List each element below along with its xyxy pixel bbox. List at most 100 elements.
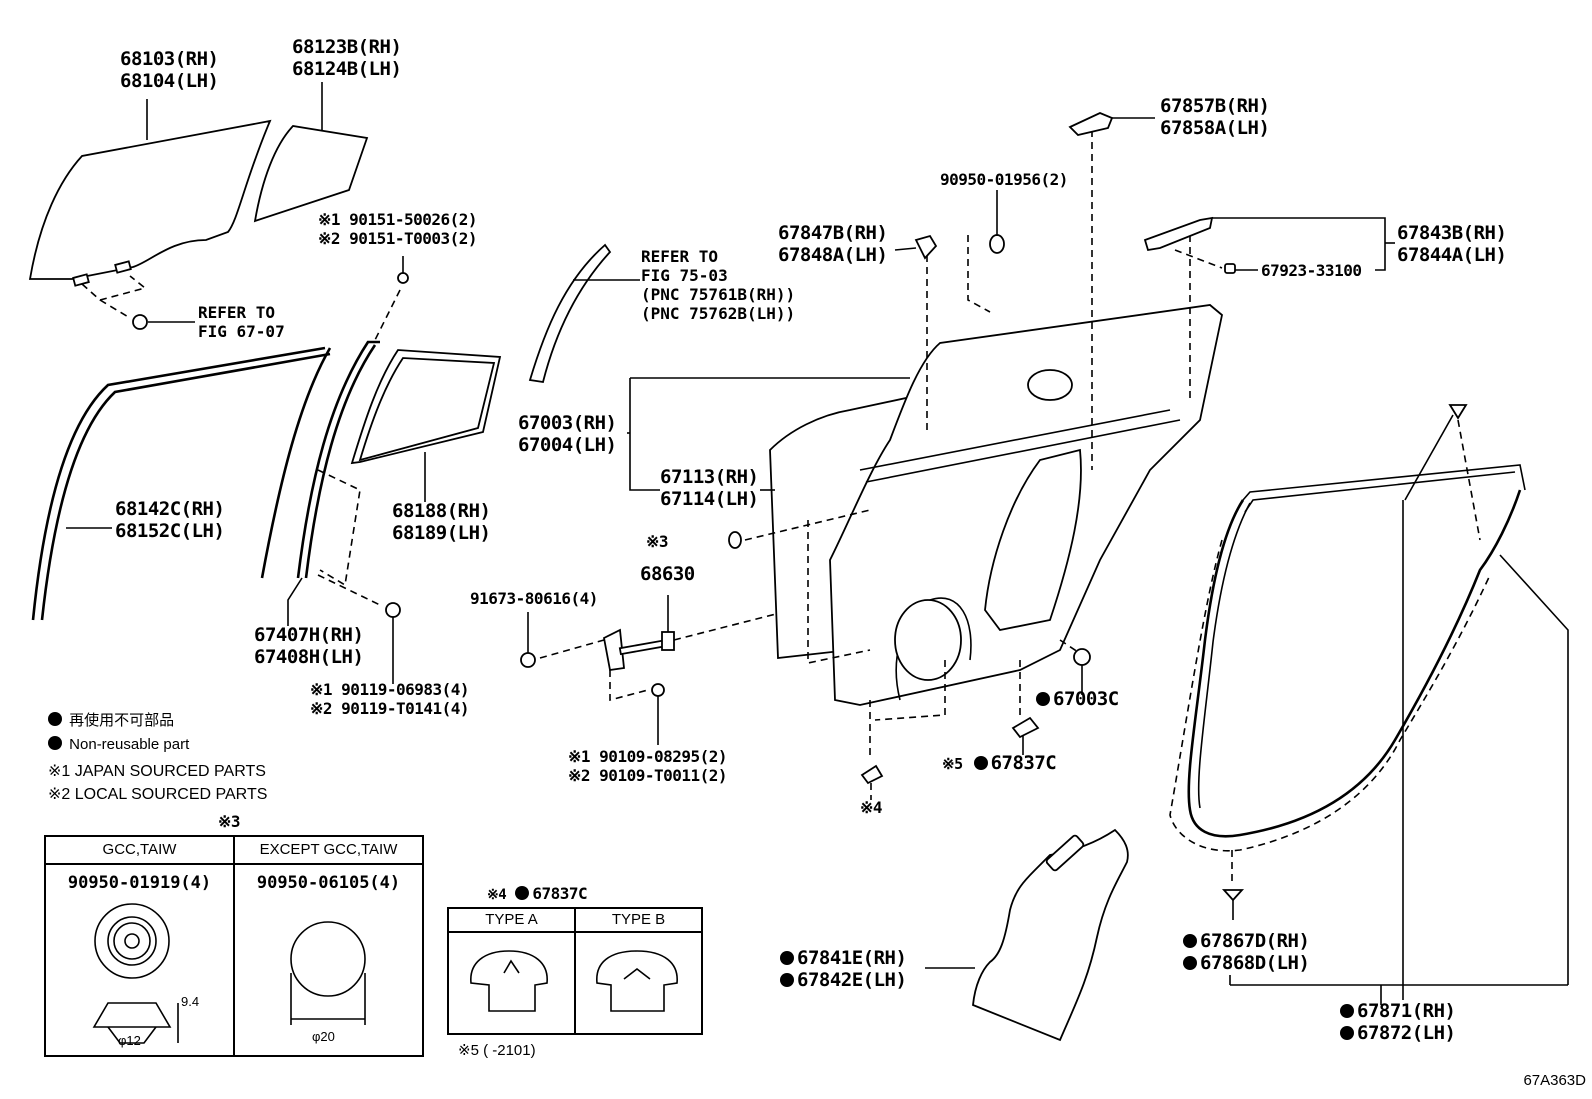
part-number: 67848A(LH) bbox=[778, 244, 888, 266]
non-reusable-dot-icon bbox=[1183, 956, 1197, 970]
table-part-except-gcc: 90950-06105(4) bbox=[256, 873, 401, 893]
part-number: 67844A(LH) bbox=[1397, 244, 1507, 266]
clip-type-a-drawing bbox=[470, 950, 548, 1012]
callout-check-bolt: 91673-80616(4) bbox=[470, 589, 598, 608]
part-number: 91673-80616(4) bbox=[470, 589, 598, 608]
part-number: 68630 bbox=[640, 563, 695, 585]
part-number: 90950-01956(2) bbox=[940, 170, 1068, 189]
plug-table-title: ※3 bbox=[218, 812, 241, 831]
plug-except-gcc-drawing bbox=[290, 921, 366, 1025]
callout-division-bar: 67407H(RH) 67408H(LH) bbox=[254, 624, 364, 668]
non-reusable-dot-icon bbox=[1183, 934, 1197, 948]
part-number: ※2 90109-T0011(2) bbox=[568, 766, 728, 785]
callout-front-glass: 68103(RH) 68104(LH) bbox=[120, 48, 219, 92]
table-header-type-b: TYPE B bbox=[611, 911, 666, 928]
callout-run-channel: 68142C(RH) 68152C(LH) bbox=[115, 498, 225, 542]
callout-door-check: 68630 bbox=[640, 563, 695, 585]
handle-cap bbox=[1068, 112, 1155, 136]
dimension-diameter: φ20 bbox=[312, 1029, 335, 1044]
legend-non-reusable-jp: 再使用不可部品 bbox=[48, 710, 174, 732]
part-number: 68189(LH) bbox=[392, 522, 491, 544]
refer-text: REFER TO bbox=[198, 303, 276, 322]
glass-bolt-area bbox=[72, 260, 195, 330]
part-number: ※2 90119-T0141(4) bbox=[310, 699, 470, 718]
legend-text: 再使用不可部品 bbox=[69, 712, 175, 729]
part-number: 67872(LH) bbox=[1357, 1022, 1456, 1044]
callout-glass-run: 68188(RH) 68189(LH) bbox=[392, 500, 491, 544]
part-number: 68104(LH) bbox=[120, 70, 219, 92]
callout-plug-67003c: 67003C bbox=[1036, 688, 1119, 710]
callout-refer-fig-67-07: REFER TO FIG 67-07 bbox=[198, 303, 285, 341]
non-reusable-dot-icon bbox=[48, 712, 62, 726]
plug-ref3 bbox=[728, 531, 742, 549]
part-number: 67004(LH) bbox=[518, 434, 617, 456]
table-divider bbox=[233, 837, 235, 1055]
part-number: 68123B(RH) bbox=[292, 36, 402, 58]
glass-run bbox=[350, 349, 502, 502]
division-bar bbox=[287, 340, 401, 684]
part-number: 67841E(RH) bbox=[797, 947, 907, 969]
reference-mark: ※4 bbox=[860, 798, 883, 817]
part-number: 67867D(RH) bbox=[1200, 930, 1310, 952]
front-door-glass bbox=[28, 99, 272, 280]
part-number: 67003(RH) bbox=[518, 412, 617, 434]
refer-text: FIG 67-07 bbox=[198, 322, 285, 341]
callout-clip-4: ※4 bbox=[860, 798, 883, 817]
quarter-glass bbox=[253, 82, 369, 223]
clip-table-title: ※4 67837C bbox=[487, 884, 588, 905]
callout-handle-cap: 67857B(RH) 67858A(LH) bbox=[1160, 95, 1270, 139]
reference-mark: ※5 bbox=[942, 755, 963, 773]
legend-non-reusable-en: Non-reusable part bbox=[48, 734, 189, 756]
part-number: ※1 90119-06983(4) bbox=[310, 680, 470, 699]
part-number: 67837C bbox=[532, 884, 588, 903]
non-reusable-dot-icon bbox=[48, 736, 62, 750]
part-number: 67923-33100 bbox=[1261, 261, 1362, 280]
part-number: 67842E(LH) bbox=[797, 969, 907, 991]
rear-door-shell bbox=[744, 130, 1223, 760]
lock-striker bbox=[894, 234, 938, 260]
non-reusable-dot-icon bbox=[780, 951, 794, 965]
part-number: 67114(LH) bbox=[660, 488, 759, 510]
callout-handle-frame: 67843B(RH) 67844A(LH) bbox=[1397, 222, 1507, 266]
callout-refer-fig-75-03: REFER TO FIG 75-03 (PNC 75761B(RH)) (PNC… bbox=[641, 247, 795, 323]
table-part-gcc: 90950-01919(4) bbox=[67, 873, 212, 893]
part-number: 67113(RH) bbox=[660, 466, 759, 488]
part-number: 67858A(LH) bbox=[1160, 117, 1270, 139]
reference-mark: ※3 bbox=[646, 532, 669, 551]
part-number: 67847B(RH) bbox=[778, 222, 888, 244]
callout-weatherstrip-clip: 67867D(RH) 67868D(LH) bbox=[1183, 930, 1310, 974]
non-reusable-dot-icon bbox=[515, 886, 530, 900]
part-number: 67843B(RH) bbox=[1397, 222, 1507, 244]
door-weatherstrip bbox=[1169, 404, 1569, 1005]
part-number: 67837C bbox=[990, 752, 1057, 774]
plug-gcc-drawing bbox=[92, 903, 179, 1044]
part-number: ※2 90151-T0003(2) bbox=[318, 229, 478, 248]
refer-text: REFER TO bbox=[641, 247, 719, 266]
plug-variant-table: GCC,TAIW EXCEPT GCC,TAIW 90950-01919(4) … bbox=[44, 835, 424, 1057]
refer-text: (PNC 75761B(RH)) bbox=[641, 285, 796, 304]
refer-text: (PNC 75762B(LH)) bbox=[641, 304, 796, 323]
callout-door-panel: 67003(RH) 67004(LH) bbox=[518, 412, 617, 456]
table-header-type-a: TYPE A bbox=[485, 911, 538, 928]
dimension-height: 9.4 bbox=[181, 994, 200, 1009]
part-number: 67408H(LH) bbox=[254, 646, 364, 668]
clip-footnote: ※5 ( -2101) bbox=[458, 1042, 536, 1059]
callout-weatherstrip: 67871(RH) 67872(LH) bbox=[1340, 1000, 1456, 1044]
non-reusable-dot-icon bbox=[1340, 1004, 1354, 1018]
non-reusable-dot-icon bbox=[1340, 1026, 1354, 1040]
handle-frame bbox=[1143, 216, 1395, 274]
reference-mark: ※4 bbox=[487, 887, 507, 903]
clip-type-b-drawing bbox=[596, 950, 678, 1012]
legend-text: Non-reusable part bbox=[69, 736, 190, 753]
part-number: 68152C(LH) bbox=[115, 520, 225, 542]
clip-type-table: TYPE A TYPE B bbox=[447, 907, 703, 1035]
door-bracket-lines bbox=[627, 377, 910, 491]
part-number: 68188(RH) bbox=[392, 500, 491, 522]
table-divider bbox=[574, 909, 576, 1033]
refer-text: FIG 75-03 bbox=[641, 266, 728, 285]
table-header-except-gcc: EXCEPT GCC,TAIW bbox=[259, 841, 398, 858]
dimension-diameter: φ12 bbox=[118, 1033, 141, 1048]
non-reusable-dot-icon bbox=[1036, 692, 1050, 706]
callout-glass-bolt: ※1 90151-50026(2) ※2 90151-T0003(2) bbox=[318, 210, 478, 248]
